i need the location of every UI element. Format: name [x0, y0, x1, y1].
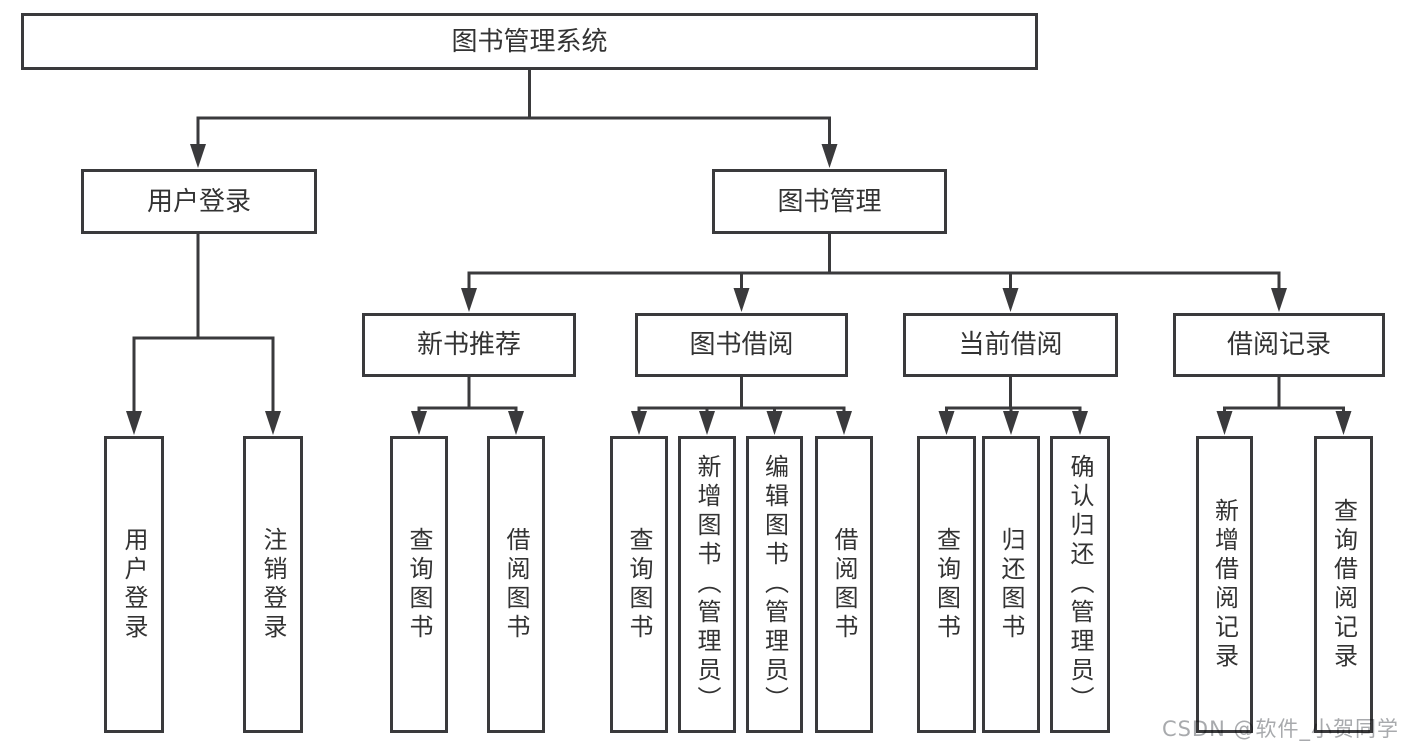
leaf-user-login: 用户登录 — [104, 436, 164, 733]
leaf-borrow-books-recommend: 借阅图书 — [487, 436, 545, 733]
node-current-borrow: 当前借阅 — [903, 313, 1118, 377]
leaf-return-books: 归还图书 — [982, 436, 1040, 733]
node-library-system: 图书管理系统 — [21, 13, 1038, 70]
node-borrow-records: 借阅记录 — [1173, 313, 1385, 377]
leaf-add-borrow-record: 新增借阅记录 — [1196, 436, 1253, 733]
leaf-query-borrow-record: 查询借阅记录 — [1314, 436, 1373, 733]
leaf-query-books-current: 查询图书 — [917, 436, 976, 733]
node-user-login: 用户登录 — [81, 169, 317, 234]
leaf-edit-books-admin: 编辑图书（管理员） — [746, 436, 803, 733]
leaf-logout: 注销登录 — [243, 436, 303, 733]
leaf-query-books-recommend: 查询图书 — [390, 436, 448, 733]
leaf-confirm-return-admin: 确认归还（管理员） — [1050, 436, 1110, 733]
leaf-add-books-admin: 新增图书（管理员） — [678, 436, 736, 733]
leaf-query-books-borrow: 查询图书 — [610, 436, 668, 733]
leaf-borrow-books: 借阅图书 — [815, 436, 873, 733]
node-book-borrow: 图书借阅 — [635, 313, 848, 377]
csdn-watermark: CSDN @软件_小贺同学 — [1161, 717, 1399, 741]
node-book-management: 图书管理 — [712, 169, 947, 234]
node-new-book-recommend: 新书推荐 — [362, 313, 576, 377]
